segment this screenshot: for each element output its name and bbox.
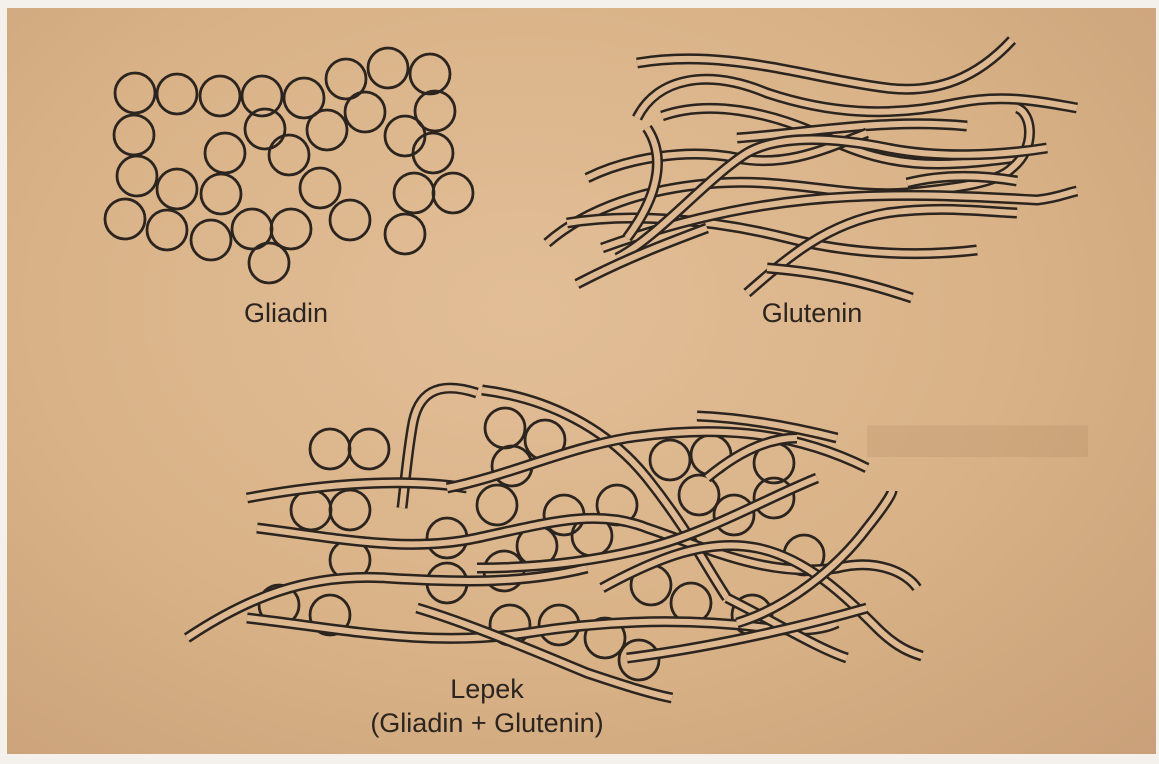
gliadin-molecule xyxy=(433,173,473,213)
gliadin-molecule xyxy=(410,54,450,94)
lepek-strands xyxy=(187,388,922,698)
gliadin-molecule xyxy=(368,48,408,88)
gliadin-molecule xyxy=(117,156,157,196)
glutenin-strands xyxy=(547,40,1077,298)
glutenin-strand xyxy=(767,268,912,298)
gliadin-molecule xyxy=(394,173,434,213)
gliadin-molecule xyxy=(205,133,245,173)
lepek-subtitle: (Gliadin + Glutenin) xyxy=(337,706,637,740)
gliadin-molecule xyxy=(191,220,231,260)
gliadin-molecule xyxy=(307,110,347,150)
gliadin-molecule xyxy=(271,209,311,249)
lepek-title: Lepek xyxy=(337,672,637,706)
lepek-glutenin-strand xyxy=(707,438,797,478)
gliadin-molecule xyxy=(413,133,453,173)
lepek-gliadin-molecule xyxy=(485,408,525,448)
gliadin-molecule xyxy=(330,200,370,240)
gliadin-molecule xyxy=(147,210,187,250)
lepek-gliadin-molecule xyxy=(650,440,690,480)
gliadin-molecule xyxy=(157,169,197,209)
lepek-gliadin-molecule xyxy=(477,485,517,525)
gliadin-molecule xyxy=(385,214,425,254)
gliadin-molecule xyxy=(201,174,241,214)
diagram-canvas xyxy=(7,8,1156,754)
gliadin-cluster xyxy=(105,48,473,283)
lepek-gliadin-molecule xyxy=(330,490,370,530)
gliadin-molecule xyxy=(269,135,309,175)
gliadin-label: Gliadin xyxy=(231,296,341,330)
gliadin-molecule xyxy=(200,76,240,116)
diagram-photo: ████████████ Gliadin Glutenin Lepek (Gli… xyxy=(7,8,1156,754)
lepek-network xyxy=(187,388,922,698)
gliadin-molecule xyxy=(345,92,385,132)
gliadin-molecule xyxy=(415,91,455,131)
gliadin-molecule xyxy=(249,243,289,283)
lepek-label: Lepek (Gliadin + Glutenin) xyxy=(337,672,637,740)
gliadin-molecule xyxy=(105,199,145,239)
glutenin-label: Glutenin xyxy=(747,296,877,330)
lepek-gliadin-molecule xyxy=(310,429,350,469)
gliadin-molecule xyxy=(157,74,197,114)
gliadin-molecule xyxy=(115,73,155,113)
gliadin-molecule xyxy=(114,115,154,155)
lepek-gliadin-molecule xyxy=(349,429,389,469)
gliadin-molecule xyxy=(300,168,340,208)
lepek-gliadin-molecule xyxy=(291,490,331,530)
lepek-gliadin-molecule xyxy=(679,475,719,515)
